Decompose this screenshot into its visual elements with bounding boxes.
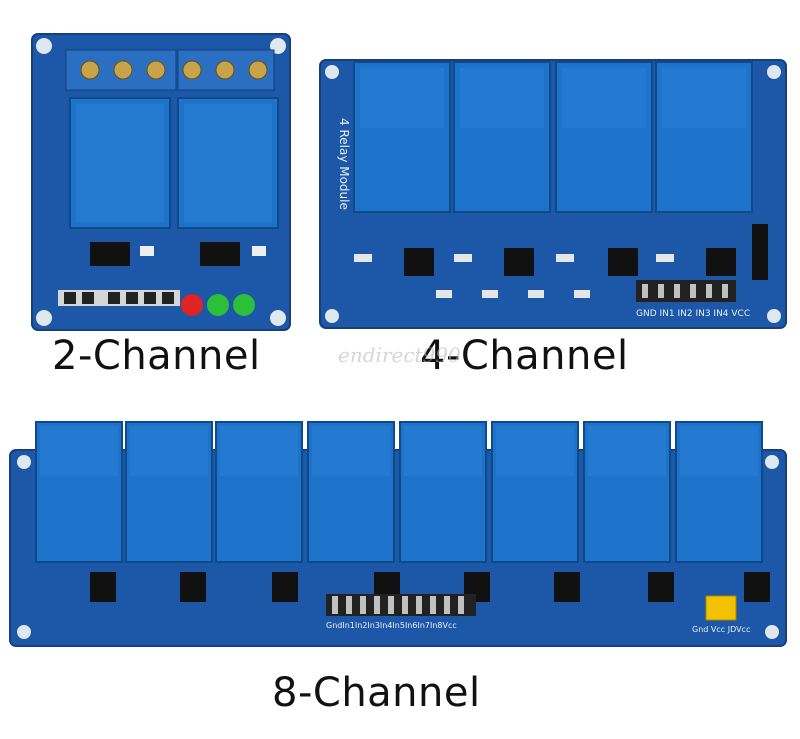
- watermark-text: endirect990: [338, 343, 461, 367]
- eight-channel-relay-board: GndIn1In2In3In4In5In6In7In8Vcc Gnd Vcc J…: [9, 421, 787, 647]
- four-channel-relay-board: 4 Relay Module GND IN1 IN2 IN3 IN4 VCC: [319, 59, 787, 329]
- label-four-channel: 4-Channel: [420, 333, 629, 379]
- label-eight-channel: 8-Channel: [272, 670, 481, 716]
- two-channel-relay-board: [31, 33, 291, 331]
- eight-relay-jumper-labels: Gnd Vcc JDVcc: [692, 625, 750, 634]
- label-two-channel: 2-Channel: [52, 333, 261, 379]
- four-relay-pin-labels: GND IN1 IN2 IN3 IN4 VCC: [636, 309, 750, 319]
- four-relay-side-text: 4 Relay Module: [337, 118, 351, 210]
- eight-relay-pin-labels: GndIn1In2In3In4In5In6In7In8Vcc: [326, 621, 457, 630]
